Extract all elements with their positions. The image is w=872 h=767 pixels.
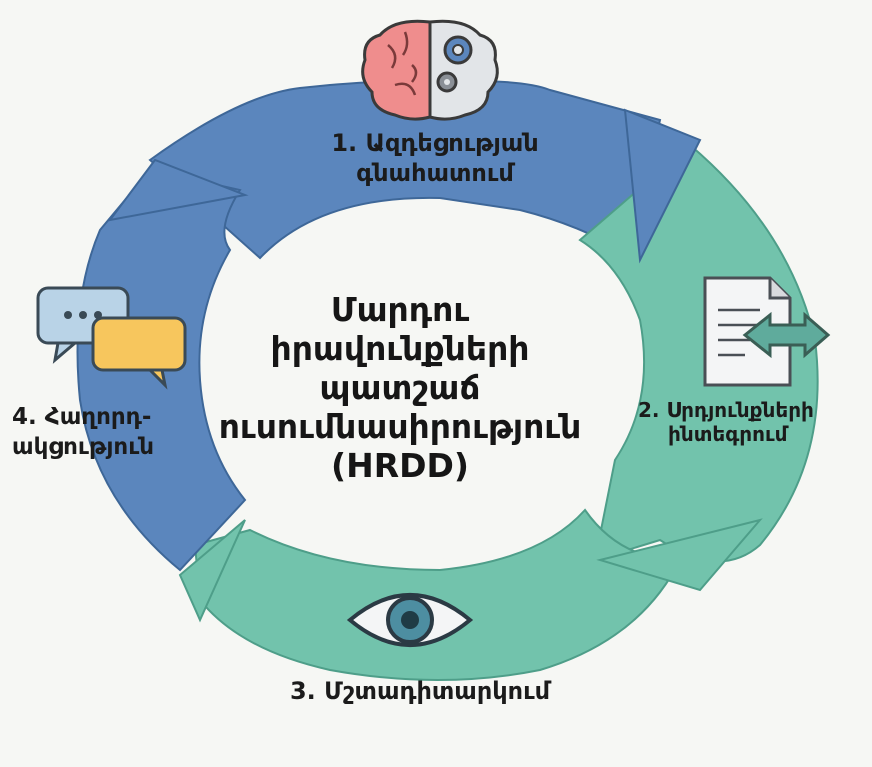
center-title-line: պատշաճ (319, 368, 481, 407)
step-4-line: ակցություն (12, 434, 155, 460)
step-3-line: 3. Մշտադիտարկում (289, 677, 551, 705)
center-title-line: ուսումնասիրություն (218, 407, 582, 446)
step-1-line: գնահատում (356, 159, 514, 187)
step-1-label: 1. Ազդեցության գնահատում (270, 128, 600, 188)
step-2-line: ինտեգրում (668, 422, 788, 446)
step-2-label: 2. Սրդյունքների ինտեգրում (638, 398, 872, 446)
step-3-label: 3. Մշտադիտարկում (230, 677, 610, 706)
center-circle (210, 200, 630, 560)
center-title: Մարդու իրավունքների պատշաճ ուսումնասիրու… (205, 290, 595, 485)
brain-gear-icon (361, 19, 499, 121)
cycle-segment-impact-assessment (148, 79, 662, 260)
arrow-tip-3 (178, 519, 246, 623)
step-1-line: 1. Ազդեցության (331, 129, 539, 157)
center-title-line: Մարդու (330, 290, 470, 329)
eye-icon (346, 593, 474, 647)
step-2-line: 2. Սրդյունքների (638, 398, 814, 422)
arrow-tip-1 (623, 108, 702, 264)
step-4-line: 4. Հաղորդ- (12, 404, 152, 430)
chat-bubbles-icon (36, 286, 187, 390)
arrow-tip-4 (107, 158, 249, 222)
document-arrows-icon (703, 276, 831, 387)
center-title-line: իրավունքների (270, 329, 530, 368)
arrow-tip-2 (596, 518, 763, 592)
step-4-label: 4. Հաղորդ- ակցություն (12, 402, 212, 462)
center-title-line: (HRDD) (331, 446, 469, 485)
